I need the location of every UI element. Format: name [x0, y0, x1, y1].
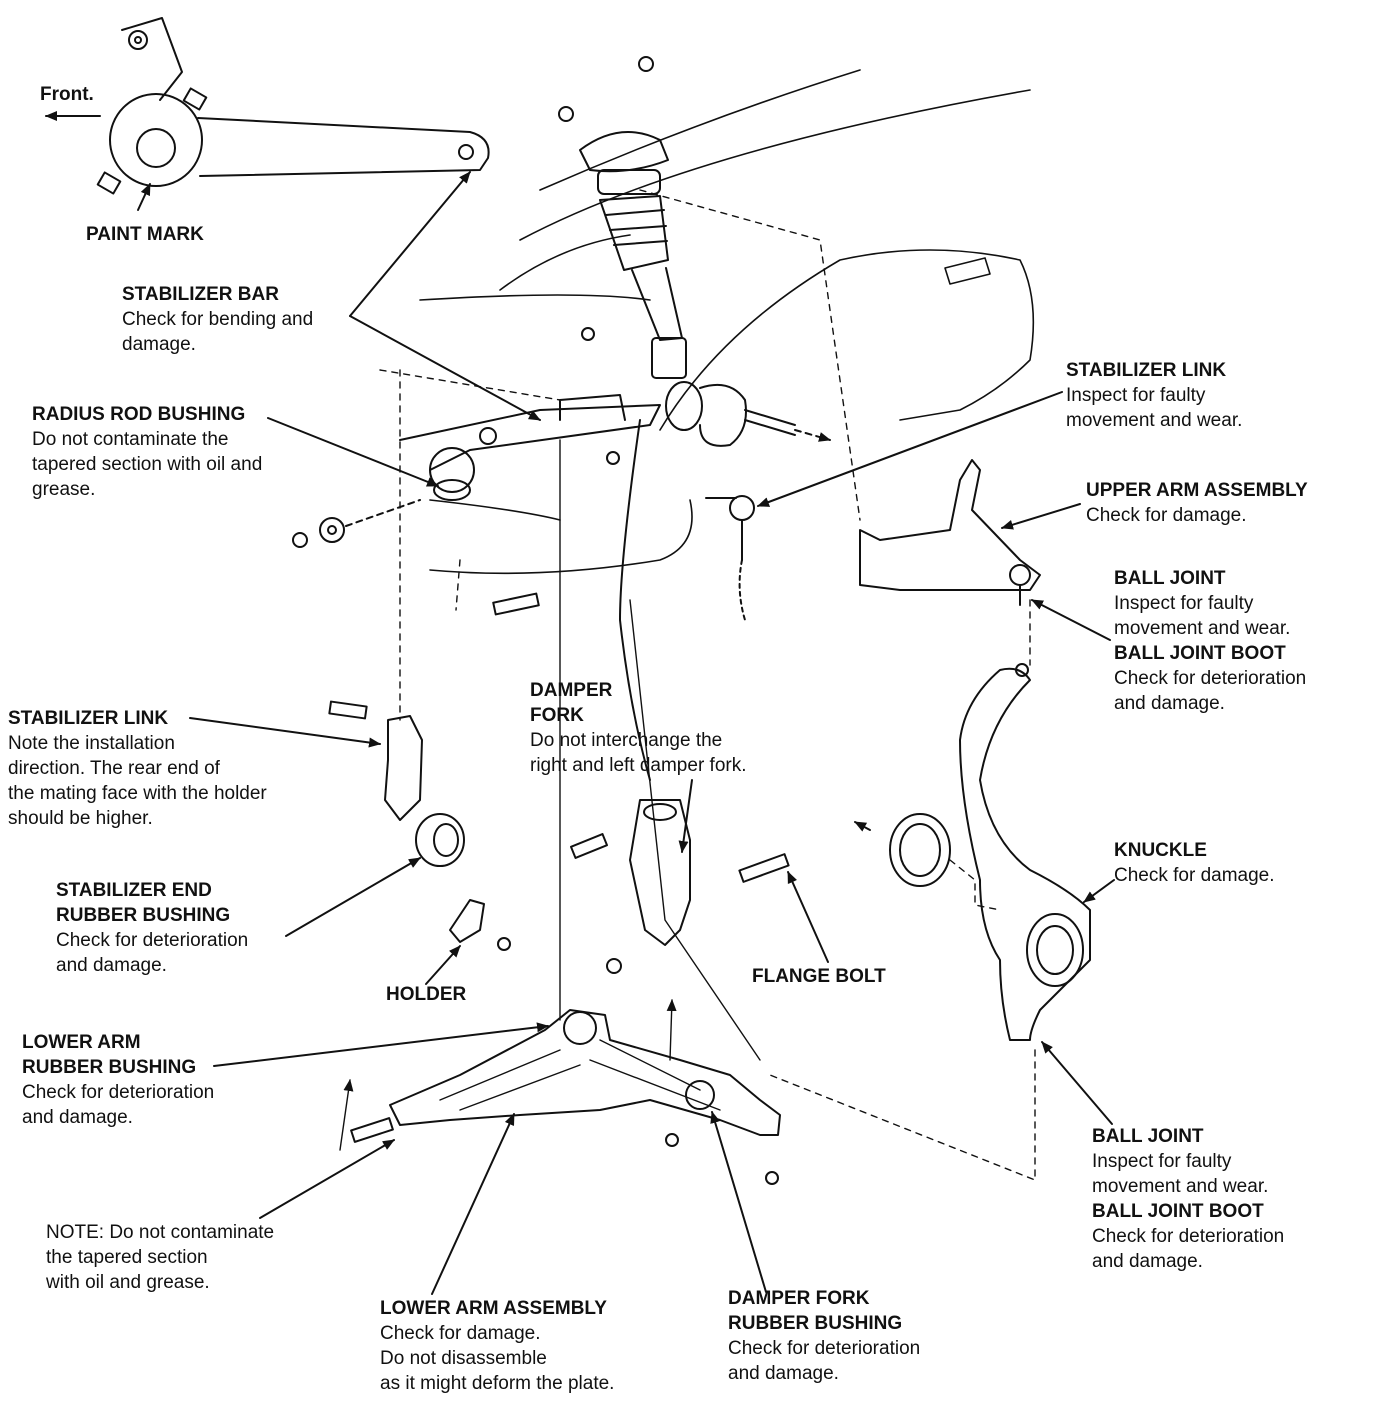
radius-rod-bushing-line-3: grease.: [32, 479, 96, 500]
stabilizer-link-lower-line-3: the mating face with the holder: [8, 783, 267, 804]
upper-arm-assembly-line-1: Check for damage.: [1086, 505, 1247, 526]
stabilizer-bar-callout: STABILIZER BAR Check for bending and dam…: [122, 282, 313, 357]
damper-fork-bushing-line-1: Check for deterioration: [728, 1338, 921, 1359]
note-line-1: NOTE: Do not contaminate: [46, 1222, 275, 1243]
lower-arm-assembly-line-2: Do not disassemble: [380, 1348, 547, 1369]
damper-fork-callout: DAMPER FORK Do not interchange the right…: [530, 678, 747, 778]
lower-arm-bushing-title-1: LOWER ARM: [22, 1032, 141, 1053]
damper-fork-title-1: DAMPER: [530, 680, 613, 701]
note-line-2: the tapered section: [46, 1247, 208, 1268]
lower-arm-bushing-title-2: RUBBER BUSHING: [22, 1057, 197, 1078]
stabilizer-link-lower-part: [328, 700, 511, 951]
tapered-section-note: NOTE: Do not contaminate the tapered sec…: [46, 1220, 274, 1295]
ball-joint-upper-title: BALL JOINT: [1114, 568, 1226, 589]
ball-joint-upper-line-1: Inspect for faulty: [1114, 593, 1254, 614]
ball-joint-boot-lower-title: BALL JOINT BOOT: [1092, 1201, 1264, 1222]
stabilizer-bar-line-2: damage.: [122, 334, 196, 355]
stabilizer-end-bushing-title-2: RUBBER BUSHING: [56, 905, 231, 926]
stabilizer-link-lower-line-4: should be higher.: [8, 808, 153, 829]
stabilizer-link-upper-line-1: Inspect for faulty: [1066, 385, 1206, 406]
lower-arm-assembly-line-3: as it might deform the plate.: [380, 1373, 615, 1394]
ball-joint-upper-line-2: movement and wear.: [1114, 618, 1291, 639]
radius-rod-bushing-callout: RADIUS ROD BUSHING Do not contaminate th…: [32, 402, 262, 502]
knuckle-line-1: Check for damage.: [1114, 865, 1275, 886]
stabilizer-link-lower-line-1: Note the installation: [8, 733, 175, 754]
stabilizer-link-upper-line-2: movement and wear.: [1066, 410, 1243, 431]
dust-seal-part: [854, 813, 951, 887]
damper-strut: [579, 131, 687, 781]
stabilizer-bar-title: STABILIZER BAR: [122, 284, 279, 305]
lower-arm-assembly-callout: LOWER ARM ASSEMBLY Check for damage. Do …: [380, 1296, 614, 1396]
stabilizer-end-bushing-callout: STABILIZER END RUBBER BUSHING Check for …: [56, 878, 248, 978]
stabilizer-link-lower-title: STABILIZER LINK: [8, 708, 169, 729]
upper-arm-assembly-part: [859, 459, 1041, 606]
stabilizer-link-upper-callout: STABILIZER LINK Inspect for faulty movem…: [1066, 358, 1242, 433]
damper-fork-bushing-callout: DAMPER FORK RUBBER BUSHING Check for det…: [728, 1286, 920, 1386]
paint-mark-label: PAINT MARK: [86, 224, 204, 245]
stabilizer-link-upper-title: STABILIZER LINK: [1066, 360, 1227, 381]
radius-rod-assembly: [399, 394, 661, 501]
damper-fork-bushing-title-1: DAMPER FORK: [728, 1288, 870, 1309]
stabilizer-end-bushing-line-2: and damage.: [56, 955, 167, 976]
lower-arm-bushing-line-1: Check for deterioration: [22, 1082, 215, 1103]
damper-fork-line-1: Do not interchange the: [530, 730, 723, 751]
knuckle-title: KNUCKLE: [1114, 840, 1207, 861]
holder-label: HOLDER: [386, 984, 467, 1005]
damper-fork-bushing-title-2: RUBBER BUSHING: [728, 1313, 903, 1334]
damper-fork-bushing-line-2: and damage.: [728, 1363, 839, 1384]
hardware-upper: [292, 56, 654, 616]
lower-arm-assembly-line-1: Check for damage.: [380, 1323, 541, 1344]
ball-joint-boot-upper-line-1: Check for deterioration: [1114, 668, 1307, 689]
radius-rod-bushing-line-1: Do not contaminate the: [32, 429, 229, 450]
stabilizer-bar-line-1: Check for bending and: [122, 309, 314, 330]
lower-arm-assembly-part: [339, 999, 781, 1185]
radius-rod-bushing-title: RADIUS ROD BUSHING: [32, 404, 246, 425]
ball-joint-lower-line-1: Inspect for faulty: [1092, 1151, 1232, 1172]
ball-joint-lower-line-2: movement and wear.: [1092, 1176, 1269, 1197]
stabilizer-end-bushing-title-1: STABILIZER END: [56, 880, 212, 901]
ball-joint-lower-title: BALL JOINT: [1092, 1126, 1204, 1147]
knuckle-callout: KNUCKLE Check for damage.: [1114, 838, 1275, 888]
lower-arm-bushing-callout: LOWER ARM RUBBER BUSHING Check for deter…: [22, 1030, 214, 1130]
stabilizer-link-lower-callout: STABILIZER LINK Note the installation di…: [8, 706, 267, 831]
stabilizer-end-bushing-line-1: Check for deterioration: [56, 930, 249, 951]
damper-fork-title-2: FORK: [530, 705, 584, 726]
stabilizer-link-lower-line-2: direction. The rear end of: [8, 758, 220, 779]
damper-fork-line-2: right and left damper fork.: [530, 755, 747, 776]
upper-arm-assembly-callout: UPPER ARM ASSEMBLY Check for damage.: [1086, 478, 1308, 528]
knuckle-part: [959, 663, 1091, 1041]
lower-arm-assembly-title: LOWER ARM ASSEMBLY: [380, 1298, 607, 1319]
stabilizer-link-upper-part: [705, 495, 755, 621]
leader-lines: [189, 171, 1115, 1295]
flange-bolt-label: FLANGE BOLT: [752, 966, 886, 987]
stabilizer-bar-inset: [96, 17, 490, 211]
alignment-lines: [379, 189, 1036, 1181]
upper-arm-assembly-title: UPPER ARM ASSEMBLY: [1086, 480, 1308, 501]
note-line-3: with oil and grease.: [46, 1272, 210, 1293]
ball-joint-boot-lower-line-2: and damage.: [1092, 1251, 1203, 1272]
radius-rod-bushing-line-2: tapered section with oil and: [32, 454, 263, 475]
ball-joint-boot-upper-title: BALL JOINT BOOT: [1114, 643, 1286, 664]
front-label: Front.: [40, 84, 94, 105]
ball-joint-boot-lower-line-1: Check for deterioration: [1092, 1226, 1285, 1247]
ball-joint-boot-upper-line-2: and damage.: [1114, 693, 1225, 714]
ball-joint-upper-callout: BALL JOINT Inspect for faulty movement a…: [1114, 566, 1306, 716]
ball-joint-lower-callout: BALL JOINT Inspect for faulty movement a…: [1092, 1124, 1284, 1274]
damper-fork-part: [569, 799, 790, 974]
drive-shaft: [665, 381, 831, 447]
lower-arm-bushing-line-2: and damage.: [22, 1107, 133, 1128]
